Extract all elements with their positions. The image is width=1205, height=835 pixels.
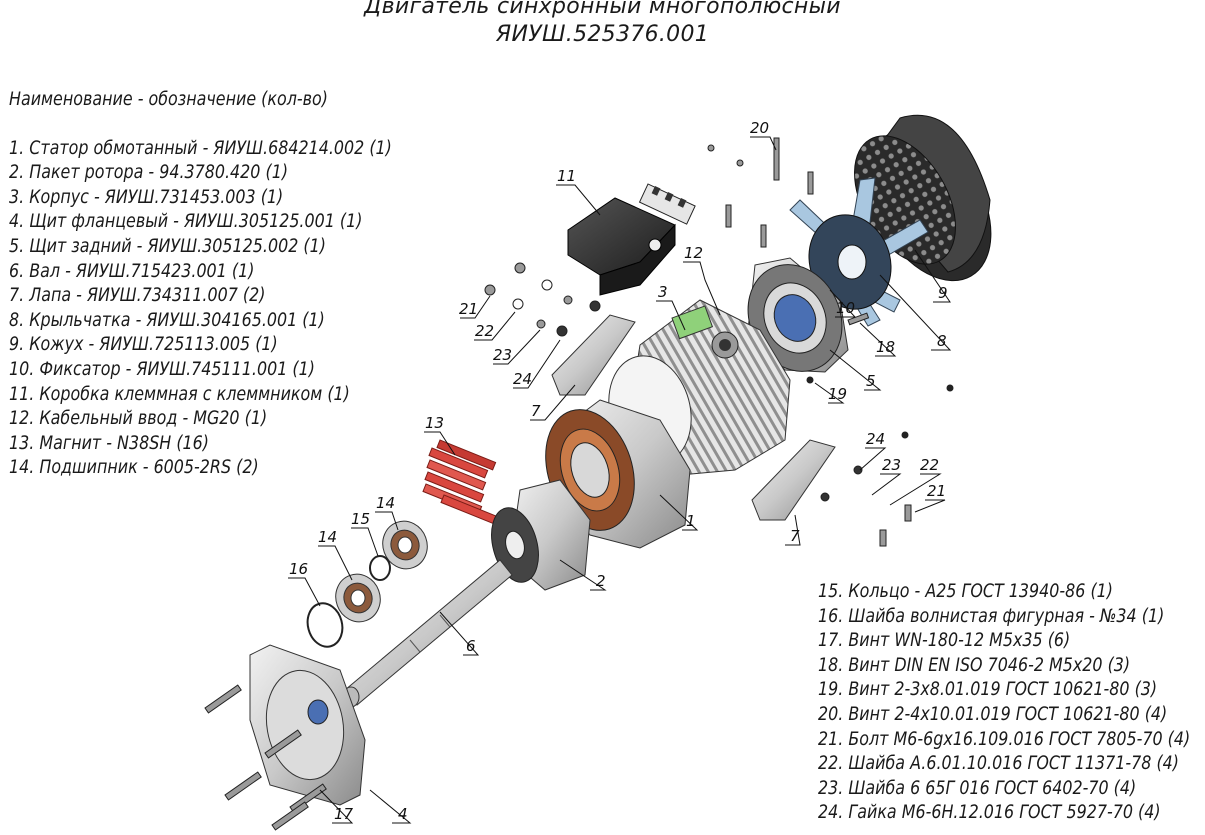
part-item: 2. Пакет ротора - 94.3780.420 (1): [9, 162, 289, 184]
callout-22: 22: [920, 456, 939, 474]
drawing-code: ЯИУШ.525376.001: [495, 22, 710, 47]
callout-1: 1: [686, 512, 696, 530]
callout-21: 21: [459, 300, 478, 318]
part-item: 11. Коробка клеммная с клеммником (1): [9, 383, 350, 405]
bearing-part: [335, 573, 381, 623]
callout-18: 18: [876, 338, 895, 356]
terminal-box-part: [567, 183, 696, 296]
part-item: 14. Подшипник - 6005-2RS (2): [9, 457, 259, 479]
magnets-part: [422, 439, 501, 526]
callout-3: 3: [658, 283, 668, 301]
callout-23: 23: [882, 456, 901, 474]
callout-12: 12: [684, 244, 703, 262]
part-item: 6. Вал - ЯИУШ.715423.001 (1): [9, 260, 255, 282]
retaining-ring-part: [369, 555, 391, 581]
part-item: 20. Винт 2-4x10.01.019 ГОСТ 10621-80 (4): [818, 703, 1168, 725]
part-item: 12. Кабельный ввод - MG20 (1): [9, 408, 268, 430]
parts-list-right: 15. Кольцо - А25 ГОСТ 13940-86 (1) 16. Ш…: [818, 580, 1190, 826]
callout-2: 2: [596, 572, 606, 590]
part-item: 19. Винт 2-3x8.01.019 ГОСТ 10621-80 (3): [818, 679, 1158, 701]
part-item: 7. Лапа - ЯИУШ.734311.007 (2): [9, 285, 266, 307]
part-item: 21. Болт M6-6gx16.109.016 ГОСТ 7805-70 (…: [818, 728, 1191, 750]
fan-impeller-part: [789, 177, 929, 327]
part-item: 9. Кожух - ЯИУШ.725113.005 (1): [9, 334, 278, 356]
callout-21: 21: [927, 482, 946, 500]
callout-14: 14: [318, 528, 337, 546]
callout-19: 19: [828, 385, 847, 403]
callout-17: 17: [334, 805, 354, 823]
part-item: 24. Гайка M6-6H.12.016 ГОСТ 5927-70 (4): [818, 802, 1161, 824]
flange-shield-part: [249, 644, 366, 806]
part-item: 1. Статор обмотанный - ЯИУШ.684214.002 (…: [9, 137, 392, 159]
callout-8: 8: [937, 332, 947, 350]
part-item: 17. Винт WN-180-12 M5x35 (6): [818, 630, 1071, 652]
part-item: 13. Магнит - N38SH (16): [9, 432, 209, 454]
leader-lines: [288, 136, 952, 824]
legend-heading: Наименование - обозначение (кол-во): [9, 89, 328, 110]
callout-5: 5: [866, 372, 876, 390]
part-item: 16. Шайба волнистая фигурная - №34 (1): [818, 605, 1165, 627]
part-item: 15. Кольцо - А25 ГОСТ 13940-86 (1): [818, 581, 1114, 602]
part-item: 8. Крыльчатка - ЯИУШ.304165.001 (1): [9, 309, 325, 331]
part-item: 4. Щит фланцевый - ЯИУШ.305125.001 (1): [9, 211, 363, 233]
callout-13: 13: [425, 414, 444, 432]
screws-part: [204, 137, 954, 831]
parts-list-left: Наименование - обозначение (кол-во) 1. С…: [9, 88, 392, 481]
callout-22: 22: [475, 322, 494, 340]
part-item: 23. Шайба 6 65Г 016 ГОСТ 6402-70 (4): [818, 777, 1137, 799]
callout-15: 15: [351, 510, 370, 528]
part-item: 22. Шайба A.6.01.10.016 ГОСТ 11371-78 (4…: [818, 753, 1179, 775]
callout-16: 16: [289, 560, 308, 578]
foot-part: [551, 314, 836, 521]
callout-labels: 20 11 12 3 13 1 2 10 9 8 5 18 19 7 7 21 …: [289, 119, 948, 823]
callout-24: 24: [866, 430, 885, 448]
callout-10: 10: [836, 299, 855, 317]
callout-6: 6: [466, 637, 476, 655]
drawing-title: Двигатель синхронный многополюсный: [364, 0, 841, 19]
callout-9: 9: [938, 284, 948, 302]
callout-24: 24: [513, 370, 532, 388]
callout-23: 23: [493, 346, 512, 364]
callout-14: 14: [376, 494, 395, 512]
part-item: 3. Корпус - ЯИУШ.731453.003 (1): [9, 186, 284, 208]
bearing-part: [382, 520, 428, 570]
callout-20: 20: [750, 119, 769, 137]
callout-7: 7: [531, 402, 541, 420]
callout-11: 11: [557, 167, 576, 185]
callout-4: 4: [398, 805, 408, 823]
callout-7: 7: [790, 527, 800, 545]
rear-shield-part: [747, 257, 849, 373]
part-item: 5. Щит задний - ЯИУШ.305125.002 (1): [9, 235, 326, 257]
part-item: 10. Фиксатор - ЯИУШ.745111.001 (1): [9, 358, 315, 380]
part-item: 18. Винт DIN EN ISO 7046-2 M5x20 (3): [818, 654, 1131, 676]
